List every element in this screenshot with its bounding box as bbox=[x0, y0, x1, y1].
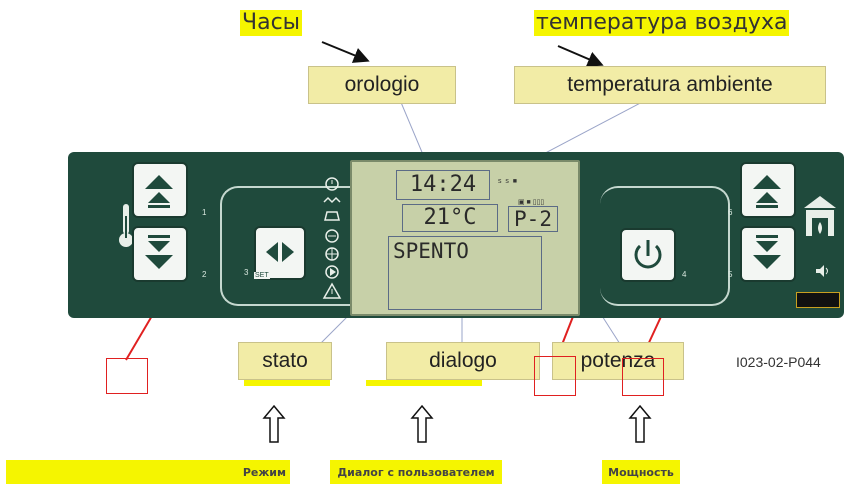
power-ru-label: Мощность bbox=[602, 460, 680, 484]
clock-display: 14:24 bbox=[396, 170, 490, 200]
button-number-2: 2 bbox=[202, 270, 207, 279]
mode-ru-label: Режим bbox=[6, 460, 290, 484]
heat-icon bbox=[323, 196, 341, 204]
indicator-dots: s s ■ bbox=[498, 178, 518, 185]
clock-icon bbox=[325, 177, 339, 191]
diagram-code: I023-02-P044 bbox=[736, 354, 821, 370]
temperatura-tag: temperatura ambiente bbox=[514, 66, 826, 104]
arrow-down-double-icon bbox=[753, 235, 781, 269]
fan-icon bbox=[325, 247, 339, 261]
power-icon bbox=[634, 240, 662, 269]
left-right-arrow-icon bbox=[266, 242, 294, 262]
warning-icon bbox=[322, 282, 342, 299]
button-number-4: 4 bbox=[682, 270, 687, 279]
temp-ru-label: температура воздуха bbox=[534, 10, 790, 36]
lcd-display: 14:24 s s ■ ▣ ■ ▯▯▯ 21°C P-2 SPENTO bbox=[350, 160, 580, 316]
dialog-display: SPENTO bbox=[388, 236, 542, 310]
power-level-display: P-2 bbox=[508, 206, 558, 232]
hollow-up-arrow-icon bbox=[410, 404, 434, 443]
button-number-5: 5 bbox=[728, 270, 733, 279]
right-group-frame bbox=[600, 186, 730, 306]
arrow-up-double-icon bbox=[145, 175, 173, 208]
red-marker-3 bbox=[622, 358, 664, 396]
fan-down-button[interactable] bbox=[740, 226, 796, 282]
play-icon bbox=[325, 265, 339, 279]
fan-up-button[interactable] bbox=[740, 162, 796, 218]
dialogo-tag: dialogo bbox=[386, 342, 540, 380]
pump-icon bbox=[325, 229, 339, 243]
mode-ru-text: Режим bbox=[242, 465, 286, 479]
orologio-tag: orologio bbox=[308, 66, 456, 104]
set-label: SET bbox=[254, 272, 270, 279]
status-text: SPENTO bbox=[393, 239, 469, 263]
yellow-underline-1 bbox=[244, 380, 330, 386]
dialog-ru-label: Диалог с пользователем bbox=[330, 460, 502, 484]
potenza-tag: potenza bbox=[552, 342, 684, 380]
power-ru-text: Мощность bbox=[608, 465, 674, 479]
speaker-icon bbox=[816, 265, 828, 277]
yellow-underline-2 bbox=[366, 380, 482, 386]
control-panel: 1 2 3 SET 14:24 s s ■ ▣ ■ ▯▯▯ bbox=[68, 152, 844, 318]
clock-ru-label: Часы bbox=[240, 10, 303, 36]
power-bars-indicator: ▣ ■ ▯▯▯ bbox=[518, 199, 545, 206]
temperature-up-button[interactable] bbox=[132, 162, 188, 218]
temperature-down-button[interactable] bbox=[132, 226, 188, 282]
button-number-1: 1 bbox=[202, 208, 207, 217]
left-group-frame bbox=[220, 186, 372, 306]
button-number-3: 3 bbox=[244, 268, 249, 277]
arrow-down-double-icon bbox=[145, 235, 173, 269]
set-button[interactable] bbox=[254, 226, 306, 280]
hollow-up-arrow-icon bbox=[628, 404, 652, 443]
power-button[interactable] bbox=[620, 228, 676, 282]
fuel-icon bbox=[324, 211, 340, 221]
hollow-up-arrow-icon bbox=[262, 404, 286, 443]
thermometer-icon bbox=[119, 204, 133, 247]
temperature-display: 21°C bbox=[402, 204, 498, 232]
red-marker-1 bbox=[106, 358, 148, 394]
arrow-up-double-icon bbox=[753, 175, 781, 208]
red-marker-2 bbox=[534, 356, 576, 396]
status-icons-column bbox=[322, 177, 342, 299]
button-number-6: 6 bbox=[728, 208, 733, 217]
stato-tag: stato bbox=[238, 342, 332, 380]
fireplace-icon bbox=[804, 196, 836, 236]
dialog-ru-text: Диалог с пользователем bbox=[337, 465, 495, 479]
ir-receiver bbox=[796, 292, 840, 308]
